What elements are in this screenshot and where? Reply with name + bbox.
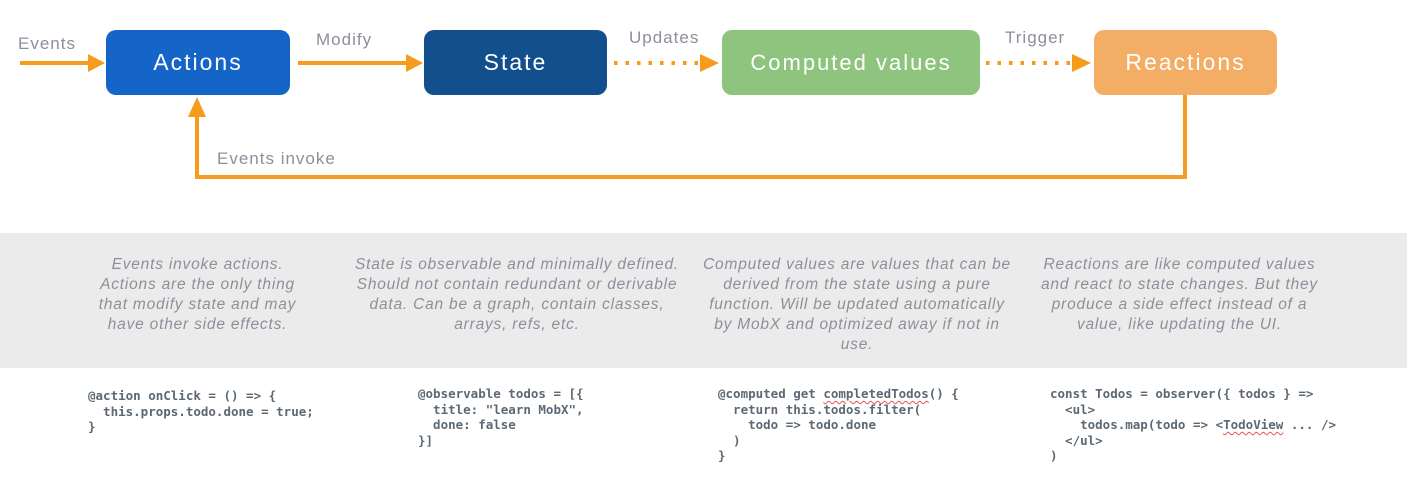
- label-updates: Updates: [629, 28, 700, 47]
- node-reactions: Reactions: [1094, 30, 1277, 95]
- code-squiggle-text: completedTodos: [823, 386, 929, 401]
- code-text: @observable todos = [{ title: "learn Mob…: [418, 386, 584, 448]
- description-reactions: Reactions are like computed values and r…: [1041, 256, 1318, 333]
- arrow-computed-to-reactions: [986, 54, 1091, 72]
- code-observer-example: const Todos = observer({ todos } => <ul>…: [1050, 386, 1336, 464]
- description-computed-values: Computed values are values that can be d…: [703, 256, 1011, 353]
- mobx-flow-diagram: Actions State Computed values Reactions …: [0, 0, 1407, 233]
- code-computed-example: @computed get completedTodos() { return …: [718, 386, 959, 464]
- node-state: State: [424, 30, 607, 95]
- description-state: State is observable and minimally define…: [355, 256, 679, 333]
- description-actions: Events invoke actions. Actions are the o…: [98, 256, 297, 333]
- code-text: ... /> </ul> ): [1050, 417, 1336, 463]
- code-observable-example: @observable todos = [{ title: "learn Mob…: [418, 386, 584, 448]
- description-band: Events invoke actions. Actions are the o…: [0, 233, 1407, 368]
- label-events-invoke: Events invoke: [217, 149, 336, 168]
- code-action-example: @action onClick = () => { this.props.tod…: [88, 388, 314, 435]
- arrow-actions-to-state: [298, 54, 423, 72]
- node-computed-values: Computed values: [722, 30, 980, 95]
- label-events: Events: [18, 34, 76, 53]
- node-actions: Actions: [106, 30, 290, 95]
- arrow-state-to-computed: [614, 54, 719, 72]
- code-text: @computed get: [718, 386, 824, 401]
- label-modify: Modify: [316, 30, 373, 49]
- arrow-events-to-actions: [20, 54, 105, 72]
- code-text: const Todos = observer({ todos } => <ul>…: [1050, 386, 1314, 432]
- code-squiggle-text: TodoView: [1223, 417, 1284, 432]
- code-text: () { return this.todos.filter( todo => t…: [718, 386, 959, 463]
- flow-arrows: [20, 54, 1187, 179]
- code-text: @action onClick = () => { this.props.tod…: [88, 388, 314, 434]
- label-trigger: Trigger: [1005, 28, 1066, 47]
- arrow-reactions-feedback-loop: [188, 95, 1187, 179]
- code-examples-row: @action onClick = () => { this.props.tod…: [0, 368, 1407, 483]
